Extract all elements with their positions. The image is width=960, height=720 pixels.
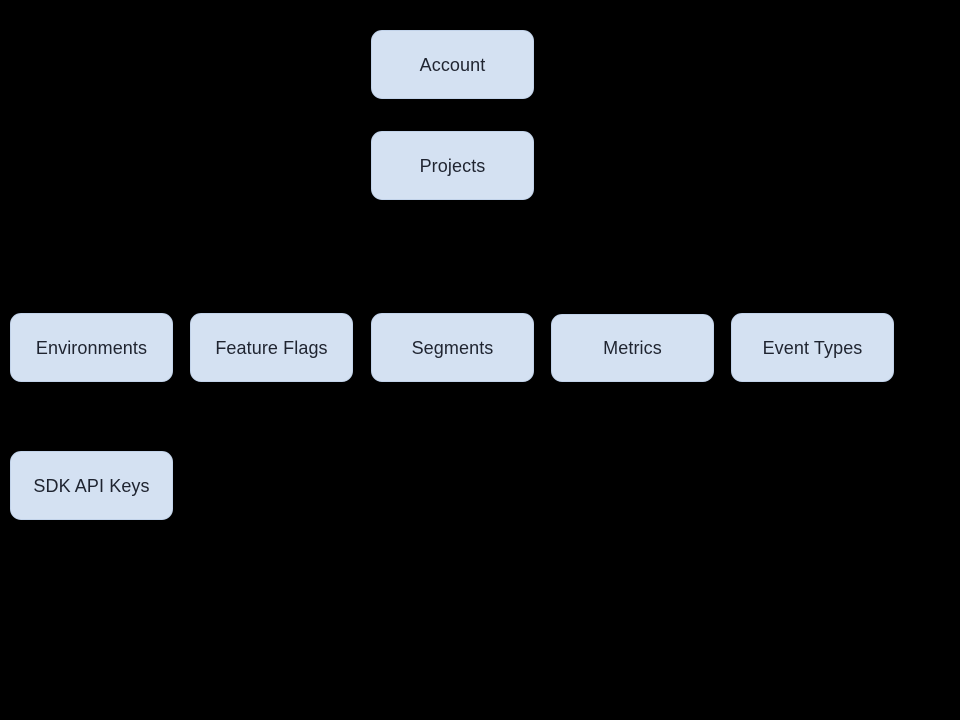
node-sdk-api-keys[interactable]: SDK API Keys (10, 451, 173, 520)
node-label-feature-flags: Feature Flags (215, 337, 328, 358)
node-label-account: Account (419, 54, 486, 75)
node-event-types[interactable]: Event Types (731, 313, 894, 382)
node-segments[interactable]: Segments (371, 313, 534, 382)
node-projects[interactable]: Projects (371, 131, 534, 200)
node-label-sdk-api-keys: SDK API Keys (33, 475, 150, 496)
node-environments[interactable]: Environments (10, 313, 173, 382)
node-metrics[interactable]: Metrics (551, 314, 714, 382)
node-account[interactable]: Account (371, 30, 534, 99)
node-label-segments: Segments (411, 337, 494, 358)
node-feature-flags[interactable]: Feature Flags (190, 313, 353, 382)
node-label-metrics: Metrics (603, 338, 662, 358)
node-label-environments: Environments (35, 337, 148, 358)
node-label-event-types: Event Types (762, 337, 863, 358)
node-label-projects: Projects (419, 155, 486, 176)
